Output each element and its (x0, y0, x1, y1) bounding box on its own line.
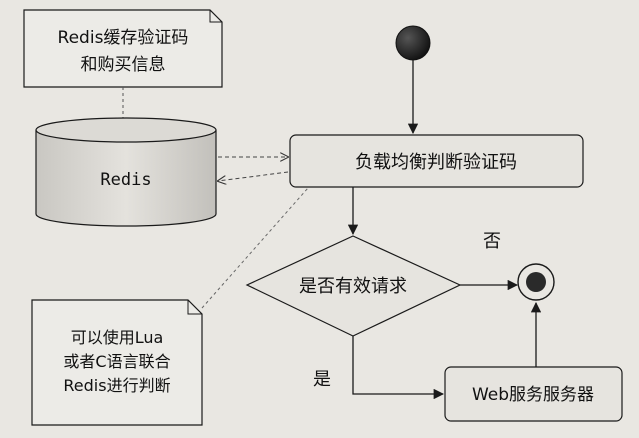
decision-node: 是否有效请求 (245, 235, 462, 337)
note-lua-line1: 可以使用Lua (71, 328, 164, 347)
redis-database: Redis (35, 117, 217, 227)
redis-label: Redis (100, 170, 151, 190)
edge-decision-to-webserver (352, 336, 445, 400)
web-server-node: Web服务服务器 (444, 366, 623, 422)
branch-yes-label: 是 (313, 369, 331, 390)
note-cache-line2: 和购买信息 (81, 55, 166, 75)
branch-no-label: 否 (483, 231, 501, 252)
note-lua: 可以使用Lua 或者C语言联合 Redis进行判断 (31, 299, 203, 426)
note-cache-line1: Redis缓存验证码 (58, 28, 189, 48)
decision-label: 是否有效请求 (299, 276, 407, 297)
end-node (517, 263, 555, 301)
web-server-label: Web服务服务器 (472, 385, 594, 405)
load-balancer-label: 负载均衡判断验证码 (355, 152, 517, 173)
note-lua-line2: 或者C语言联合 (63, 352, 170, 371)
edge-balancer-to-redis (218, 171, 289, 181)
note-redis-cache: Redis缓存验证码 和购买信息 (23, 9, 223, 88)
start-node (395, 25, 431, 61)
load-balancer-node: 负载均衡判断验证码 (289, 134, 584, 188)
note-link-lua (201, 187, 309, 309)
note-lua-line3: Redis进行判断 (63, 376, 170, 395)
